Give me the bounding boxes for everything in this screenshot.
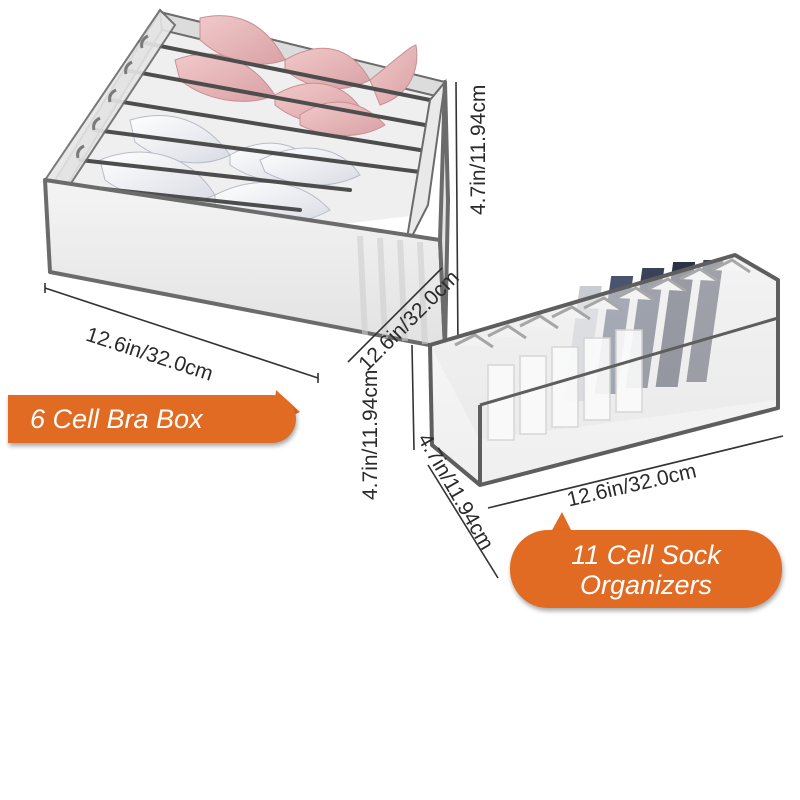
bra-box-dividers bbox=[66, 40, 432, 212]
sock-organizer-height-label: 4.7in/11.94cm bbox=[359, 369, 382, 500]
sock-organizer-dimension-lines bbox=[411, 344, 784, 579]
bra-box-callout-text: 6 Cell Bra Box bbox=[30, 404, 203, 434]
bra-box-dimension-lines bbox=[44, 81, 459, 383]
bra-box bbox=[43, 8, 450, 350]
sock-organizer bbox=[428, 253, 780, 487]
pink-bras bbox=[174, 15, 418, 136]
sock-organizer-callout-line2: Organizers bbox=[579, 570, 713, 600]
sock-organizer-callout-line1: 11 Cell Sock bbox=[571, 540, 721, 570]
sock-organizer-callout: 11 Cell Sock Organizers bbox=[510, 530, 782, 608]
bra-box-callout: 6 Cell Bra Box bbox=[8, 395, 296, 443]
bra-box-height-label: 4.7in/11.94cm bbox=[467, 84, 490, 215]
